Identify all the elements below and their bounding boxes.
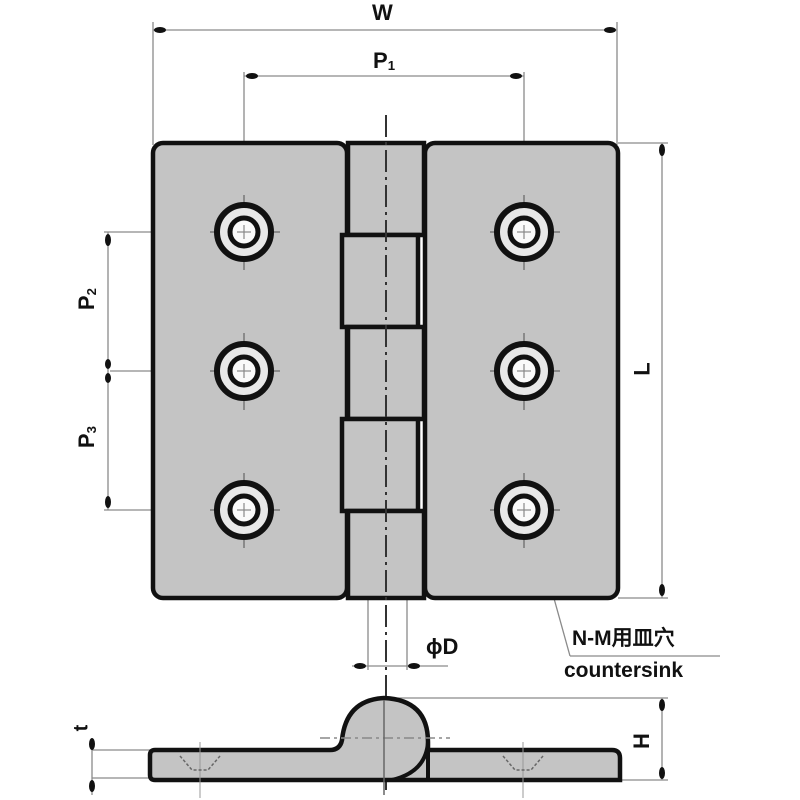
knuckle-4 bbox=[339, 416, 421, 514]
label-pitch-p2: P2 bbox=[73, 288, 99, 311]
knuckle-2 bbox=[339, 232, 421, 330]
callout-countersink-jp: N-M用皿穴 bbox=[572, 627, 675, 650]
label-width-w: W bbox=[372, 0, 393, 25]
label-pitch-p3: P3 bbox=[73, 426, 99, 449]
callout-countersink-en: countersink bbox=[564, 659, 684, 682]
dimension-arrows bbox=[89, 27, 665, 792]
label-thickness-t: t bbox=[70, 724, 93, 732]
label-pitch-p1: P1 bbox=[373, 48, 396, 73]
label-length-l: L bbox=[629, 362, 655, 376]
hole-crosshairs bbox=[237, 225, 531, 517]
hinge-side-view bbox=[147, 695, 623, 798]
label-height-h: H bbox=[628, 733, 654, 749]
label-pin-diameter: ϕD bbox=[426, 634, 459, 659]
